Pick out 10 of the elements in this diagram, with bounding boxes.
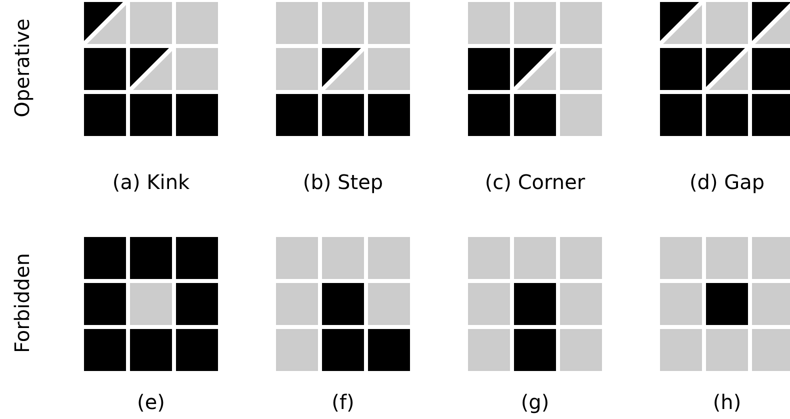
pattern-caption: (b) Step [302, 170, 384, 194]
pattern-caption: (e) [137, 390, 165, 414]
pattern-caption: (f) [332, 390, 354, 414]
pattern-caption: (g) [520, 390, 550, 414]
row-label: Operative [10, 18, 34, 118]
pattern-caption: (h) [712, 390, 742, 414]
row-label: Forbidden [10, 253, 34, 353]
pattern-caption: (a) Kink [112, 170, 190, 194]
pattern-caption: (d) Gap [689, 170, 765, 194]
pattern-caption: (c) Corner [484, 170, 586, 194]
